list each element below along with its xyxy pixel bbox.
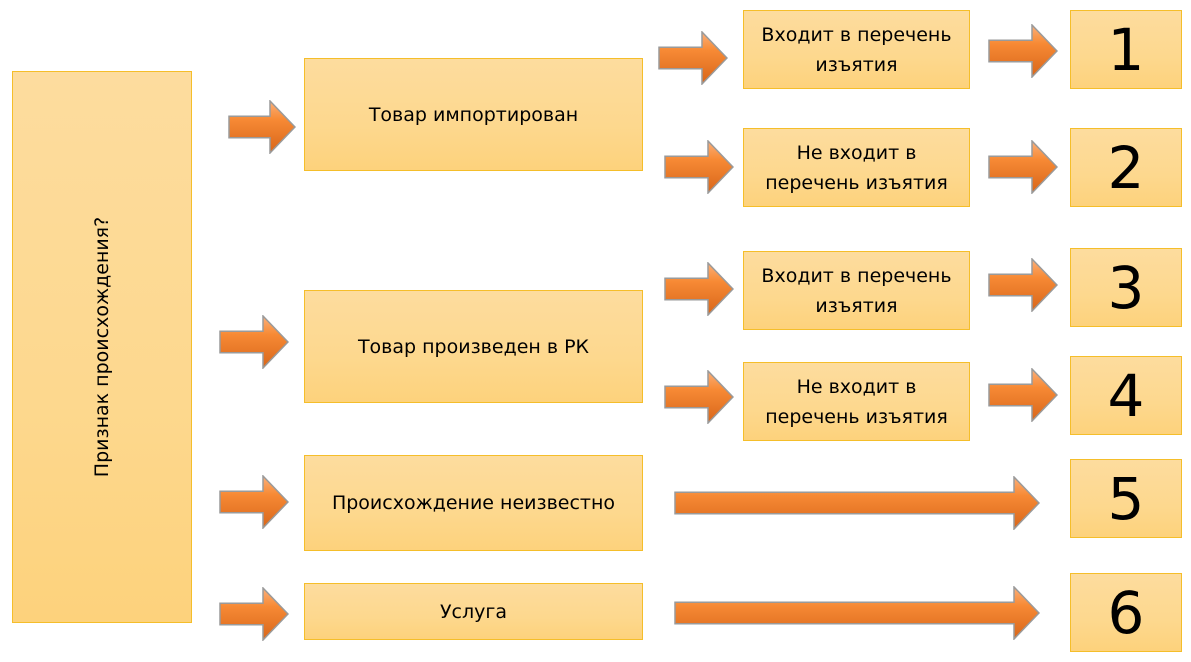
arrow-shape xyxy=(988,24,1058,78)
condition-line: перечень изъятия xyxy=(765,171,948,194)
outcome-number: 4 xyxy=(1107,361,1145,430)
condition-line: Входит в перечень xyxy=(761,23,952,46)
arrow-to-condition-3-icon xyxy=(664,262,734,316)
arrow-shape xyxy=(219,475,289,529)
condition-in-list-1: Входит в перечень изъятия xyxy=(743,10,970,89)
arrow-shape xyxy=(674,476,1040,530)
arrow-to-outcome-1-icon xyxy=(988,24,1058,78)
arrow-shape xyxy=(664,370,734,424)
outcome-number: 5 xyxy=(1107,464,1145,533)
category-unknown-origin: Происхождение неизвестно xyxy=(304,455,643,551)
arrow-shape xyxy=(674,586,1040,640)
arrow-shape xyxy=(988,258,1058,312)
category-produced-locally: Товар произведен в РК xyxy=(304,290,643,403)
outcome-number: 3 xyxy=(1107,253,1145,322)
outcome-number: 6 xyxy=(1107,578,1145,647)
arrow-shape xyxy=(658,31,728,85)
outcome-number: 1 xyxy=(1107,15,1145,84)
condition-line: Не входит в xyxy=(796,141,917,164)
outcome-2: 2 xyxy=(1070,128,1182,207)
category-label: Происхождение неизвестно xyxy=(331,492,616,514)
outcome-4: 4 xyxy=(1070,356,1182,435)
arrow-shape xyxy=(988,368,1058,422)
arrow-to-condition-4-icon xyxy=(664,370,734,424)
arrow-to-condition-2-icon xyxy=(664,140,734,194)
condition-in-list-2: Входит в перечень изъятия xyxy=(743,251,970,330)
arrow-to-condition-1-icon xyxy=(658,31,728,85)
root-question-label: Признак происхождения? xyxy=(91,216,113,478)
condition-line: Входит в перечень xyxy=(761,264,952,287)
outcome-1: 1 xyxy=(1070,10,1182,89)
arrow-to-outcome-4-icon xyxy=(988,368,1058,422)
condition-not-in-list-1: Не входит в перечень изъятия xyxy=(743,128,970,207)
category-label: Товар произведен в РК xyxy=(357,335,590,358)
arrow-to-outcome-6-icon xyxy=(674,586,1040,640)
outcome-number: 2 xyxy=(1107,133,1145,202)
condition-line: изъятия xyxy=(815,294,898,317)
arrow-to-produced-icon xyxy=(219,315,289,369)
outcome-3: 3 xyxy=(1070,248,1182,327)
arrow-shape xyxy=(219,587,289,641)
category-imported: Товар импортирован xyxy=(304,58,643,171)
arrow-to-outcome-5-icon xyxy=(674,476,1040,530)
arrow-shape xyxy=(228,100,296,154)
category-service: Услуга xyxy=(304,583,643,640)
arrow-to-service-icon xyxy=(219,587,289,641)
condition-line: изъятия xyxy=(815,53,898,76)
condition-not-in-list-2: Не входит в перечень изъятия xyxy=(743,362,970,441)
category-label: Услуга xyxy=(439,600,508,623)
outcome-6: 6 xyxy=(1070,573,1182,652)
arrow-shape xyxy=(664,140,734,194)
arrow-shape xyxy=(988,140,1058,194)
outcome-5: 5 xyxy=(1070,459,1182,538)
arrow-to-outcome-2-icon xyxy=(988,140,1058,194)
condition-line: перечень изъятия xyxy=(765,405,948,428)
arrow-to-outcome-3-icon xyxy=(988,258,1058,312)
arrow-to-imported-icon xyxy=(228,100,296,154)
arrow-shape xyxy=(664,262,734,316)
arrow-shape xyxy=(219,315,289,369)
condition-line: Не входит в xyxy=(796,375,917,398)
root-question-box: Признак происхождения? xyxy=(12,71,192,623)
category-label: Товар импортирован xyxy=(368,103,579,126)
arrow-to-unknown-icon xyxy=(219,475,289,529)
